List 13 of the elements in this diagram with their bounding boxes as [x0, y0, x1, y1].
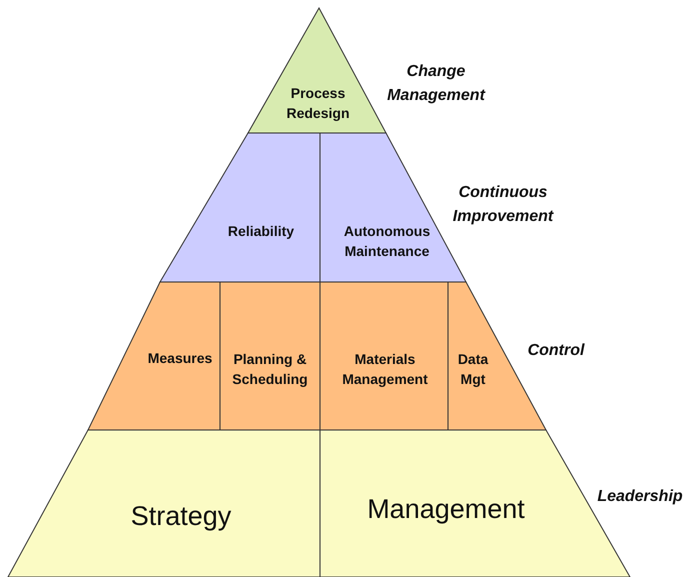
section-label: Data Mgt — [456, 350, 490, 389]
section-label: Management — [366, 494, 526, 524]
tier-label: Change Management — [386, 62, 486, 106]
tier-label: Continuous Improvement — [452, 183, 555, 227]
section-label: Strategy — [130, 501, 232, 531]
section-label: Materials Management — [341, 350, 429, 389]
tier-label: Leadership — [596, 487, 684, 507]
section-label: Reliability — [226, 222, 296, 241]
tier-label: Control — [526, 341, 586, 361]
section-label: Autonomous Maintenance — [342, 222, 432, 261]
section-label: Measures — [146, 349, 214, 368]
section-label: Process Redesign — [285, 84, 350, 123]
section-label: Planning & Scheduling — [231, 350, 309, 389]
